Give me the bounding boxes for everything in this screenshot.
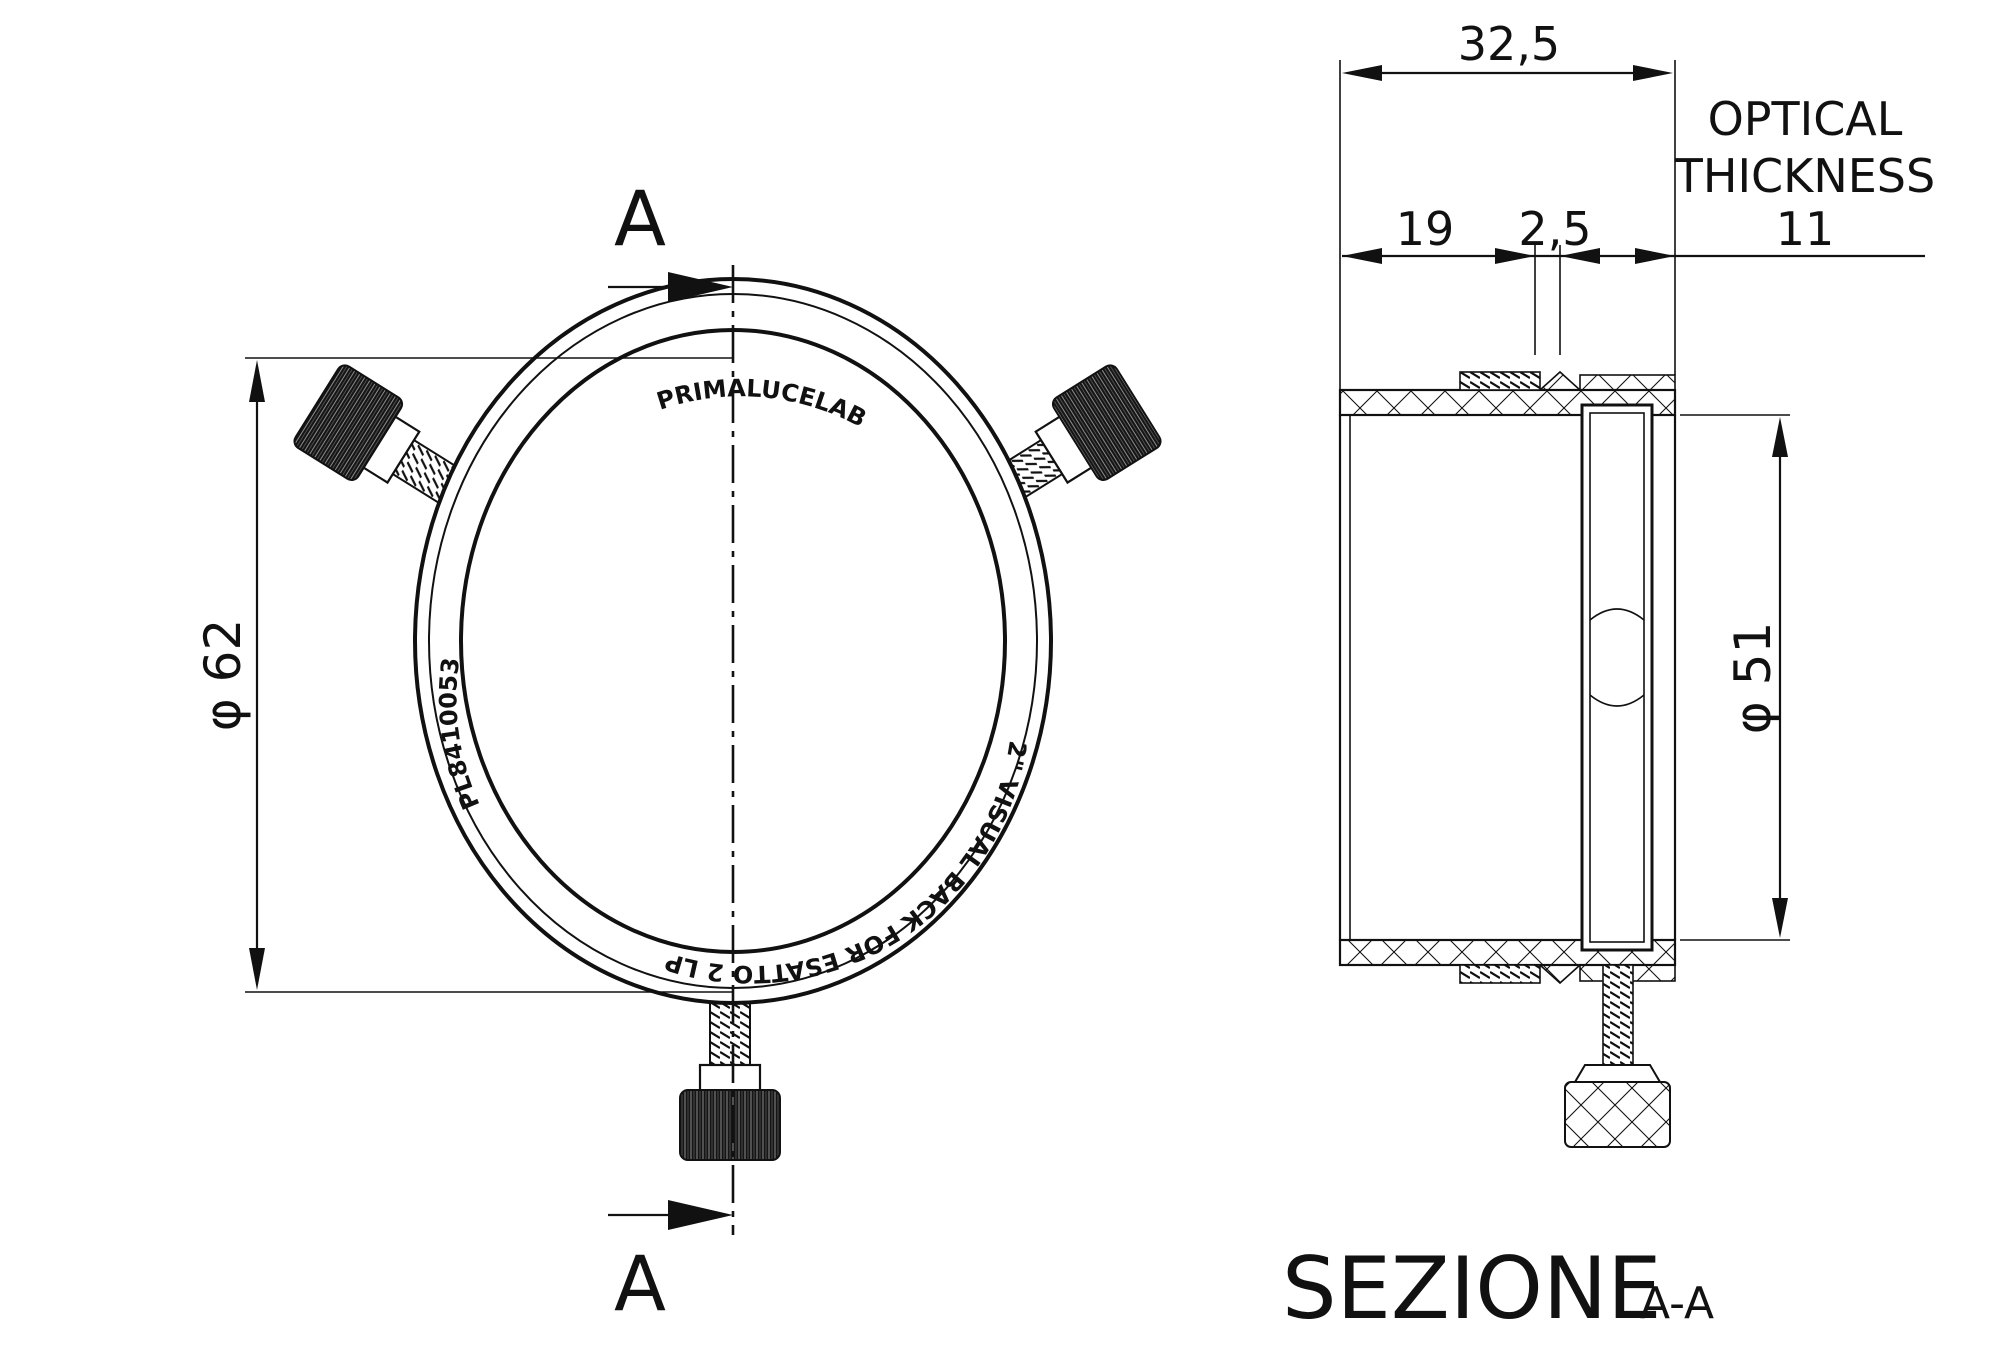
dimension-total-length: 32,5 bbox=[1339, 17, 1676, 390]
section-title-suffix: A-A bbox=[1640, 1278, 1714, 1329]
section-view: 32,5 19 2,5 11 OPTICAL THICKNESS bbox=[1282, 17, 1935, 1339]
dim-inner-diameter-label: φ 51 bbox=[1724, 622, 1782, 735]
dim-total-length-label: 32,5 bbox=[1458, 17, 1560, 71]
section-title: SEZIONE A-A bbox=[1282, 1239, 1714, 1339]
front-view: PRIMALUCELAB PL8410053 2" VISUAL BACK FO… bbox=[194, 174, 1162, 1328]
dim-19-label: 19 bbox=[1396, 202, 1455, 256]
section-screw bbox=[1564, 964, 1671, 1148]
section-title-main: SEZIONE bbox=[1282, 1239, 1662, 1339]
section-label-bottom: A bbox=[614, 1239, 666, 1328]
thumb-screw-bottom bbox=[679, 984, 781, 1161]
dimension-row-2: 19 2,5 11 bbox=[1342, 202, 1925, 355]
dimension-inner-diameter: φ 51 bbox=[1680, 414, 1790, 941]
section-marker-top: A bbox=[608, 174, 733, 302]
optical-thickness-line2: THICKNESS bbox=[1674, 149, 1935, 203]
section-marker-bottom: A bbox=[608, 1200, 733, 1328]
optical-thickness-line1: OPTICAL bbox=[1708, 92, 1903, 146]
dimension-outer-diameter: φ 62 bbox=[194, 357, 733, 993]
dim-outer-diameter-label: φ 62 bbox=[194, 619, 252, 732]
dim-2-5-label: 2,5 bbox=[1518, 202, 1591, 256]
section-tube bbox=[1338, 415, 1677, 940]
compression-ring bbox=[1580, 403, 1654, 952]
dim-11-label: 11 bbox=[1776, 202, 1835, 256]
section-label-top: A bbox=[614, 174, 666, 263]
optical-thickness-label: OPTICAL THICKNESS bbox=[1674, 92, 1935, 203]
